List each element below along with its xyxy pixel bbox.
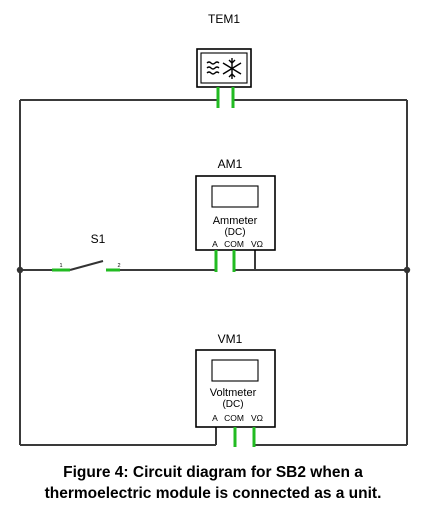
ammeter-name: Ammeter — [213, 215, 258, 227]
ammeter-terminal-com: COM — [224, 239, 244, 249]
switch-s1: S1 1 2 — [52, 232, 121, 272]
voltmeter-terminal-vohm: VΩ — [251, 413, 263, 423]
voltmeter-vm1: VM1 Voltmeter (DC) A COM VΩ — [195, 332, 276, 447]
voltmeter-display — [211, 359, 259, 382]
ammeter-terminal-vohm: VΩ — [251, 239, 263, 249]
voltmeter-terminal-com: COM — [224, 413, 244, 423]
switch-pin1-label: 1 — [59, 263, 62, 269]
voltmeter-label: VM1 — [218, 332, 243, 346]
ammeter-display — [211, 185, 259, 208]
tem1-module: TEM1 — [196, 12, 252, 108]
snowflake-icon — [222, 58, 242, 79]
switch-pin2-label: 2 — [117, 263, 120, 269]
tem1-outer-box — [196, 48, 252, 88]
switch-lever — [69, 260, 104, 271]
circuit-diagram: TEM1 AM1 Ammeter (DC) A COM VΩ S1 — [16, 12, 411, 447]
ammeter-terminal-a: A — [212, 239, 218, 249]
voltmeter-mode: (DC) — [222, 399, 243, 410]
ammeter-label: AM1 — [218, 157, 243, 171]
tem1-inner-box — [200, 52, 248, 84]
tem1-label: TEM1 — [208, 12, 240, 26]
ammeter-am1: AM1 Ammeter (DC) A COM VΩ — [195, 157, 276, 272]
ammeter-mode: (DC) — [224, 227, 245, 238]
heat-waves-icon — [206, 61, 220, 75]
caption-line-1: Figure 4: Circuit diagram for SB2 when a — [63, 464, 363, 481]
caption-line-2: thermoelectric module is connected as a … — [44, 485, 382, 502]
junction-node-left — [16, 266, 24, 274]
voltmeter-terminal-a: A — [212, 413, 218, 423]
voltmeter-name: Voltmeter — [210, 387, 257, 399]
figure-caption: Figure 4: Circuit diagram for SB2 when a… — [0, 462, 426, 504]
junction-node-right — [403, 266, 411, 274]
switch-label: S1 — [91, 232, 106, 246]
